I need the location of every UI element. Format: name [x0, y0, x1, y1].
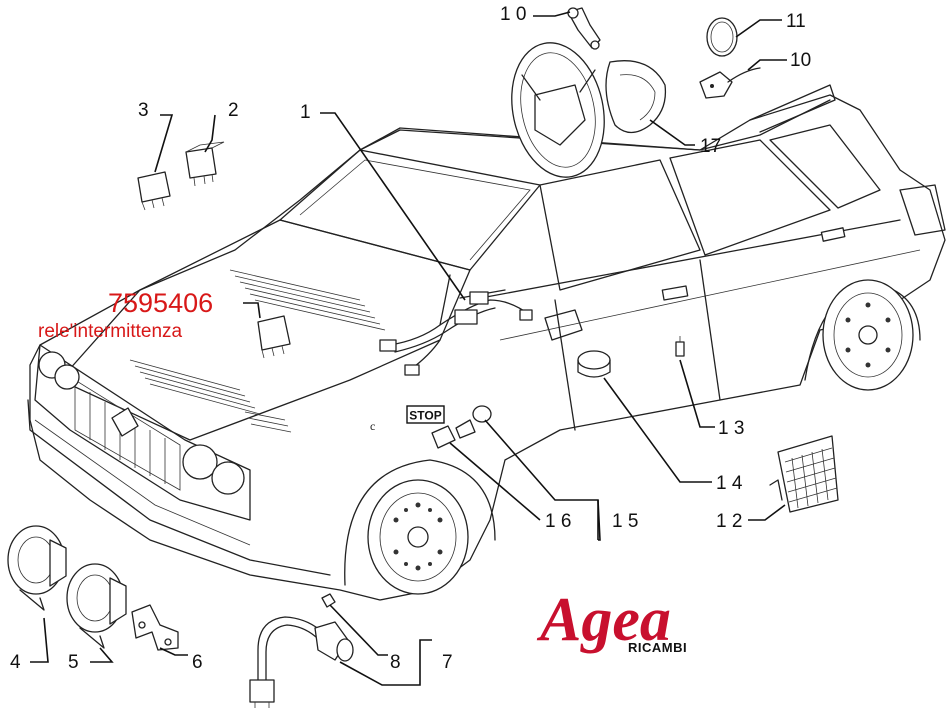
callout-5: 5: [68, 652, 79, 673]
flasher-relay-part: [257, 315, 291, 359]
harness-switch-block: [454, 309, 478, 325]
harness-connector: [404, 364, 420, 376]
part-description-label: rele'intermittenza: [38, 321, 183, 342]
callout-1: 1: [300, 102, 311, 123]
relay-3-part: [137, 171, 171, 211]
stop-tag-label: STOP: [409, 409, 441, 423]
callout-16: 1 6: [545, 511, 571, 532]
callout-12: 1 2: [716, 511, 742, 532]
part-number-label: 7595406: [108, 288, 213, 318]
clock-spring-part: [567, 7, 601, 50]
stop-switch-cable-part: [249, 593, 354, 708]
callout-labels: 1 2 3 4 5 6 7 8 1 0 10 11 1 2 1 3 1 4 1 …: [10, 4, 811, 673]
callout-10-top: 1 0: [500, 4, 526, 25]
horn-5-part: [66, 563, 127, 649]
leader-lines: [30, 11, 787, 686]
harness-connector: [519, 309, 533, 321]
harness-connector: [469, 291, 489, 305]
steering-wheel-part: [511, 42, 605, 178]
callout-4: 4: [10, 652, 21, 673]
callout-8: 8: [390, 652, 401, 673]
callout-3: 3: [138, 100, 149, 121]
car-illustration: c: [27, 84, 946, 601]
callout-7: 7: [442, 652, 453, 673]
stop-switch-part: [431, 405, 492, 449]
horn-bracket-part: [131, 604, 179, 651]
svg-text:c: c: [370, 419, 375, 433]
horn-4-part: [7, 525, 67, 611]
courtesy-light-part: [577, 350, 611, 378]
agea-ricambi-logo: Agea RICAMBI: [536, 586, 687, 655]
callout-14: 1 4: [716, 473, 743, 494]
callout-10-right: 10: [790, 50, 811, 71]
agea-logo-wordmark: Agea: [536, 586, 671, 654]
agea-logo-subtitle: RICAMBI: [628, 640, 687, 655]
callout-15: 1 5: [612, 511, 638, 532]
callout-11: 11: [786, 11, 806, 32]
wiring-harness: [379, 274, 533, 376]
airbag-module-part: [605, 60, 667, 134]
callout-13: 1 3: [718, 418, 744, 439]
door-switch-part: [675, 336, 685, 357]
harness-connector: [379, 339, 397, 352]
stop-tag: STOP: [406, 405, 445, 424]
callout-6: 6: [192, 652, 203, 673]
callout-2: 2: [228, 100, 239, 121]
lamp-lens-part: [769, 435, 839, 513]
callout-17: 17: [700, 136, 721, 157]
relay-2-part: [185, 141, 225, 187]
bracket-part: [699, 67, 761, 99]
horn-ring-part: [706, 17, 738, 57]
